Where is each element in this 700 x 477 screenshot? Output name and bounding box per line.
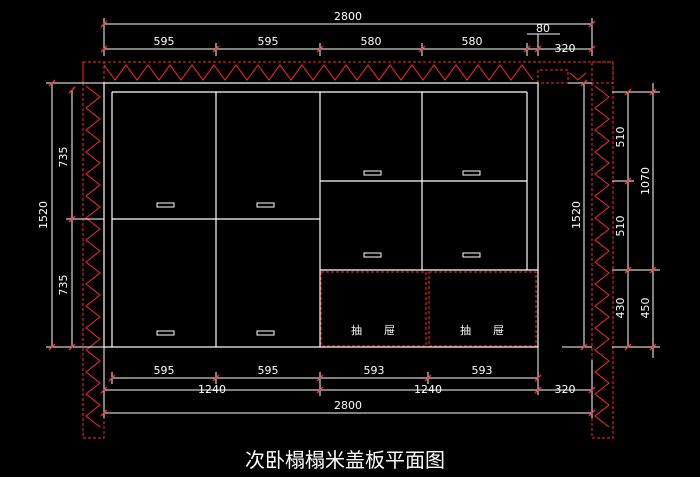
dim-left-lower: 735 — [57, 275, 70, 296]
wall-hatch-line — [85, 85, 101, 428]
dim-top-seg-3: 580 — [361, 35, 382, 48]
wall-recess — [537, 69, 569, 83]
dim-bottom-seg-4: 593 — [472, 364, 493, 377]
handles — [156, 170, 481, 336]
dim-left-total: 1520 — [37, 201, 50, 229]
wall-hatch-line — [103, 64, 534, 81]
dim-bottom-group-2: 1240 — [414, 383, 442, 396]
drawers: 抽 屉 抽 屉 — [320, 271, 537, 347]
handle-icon — [256, 330, 275, 336]
dim-top-small: 80 — [536, 22, 550, 35]
handle-icon — [156, 330, 175, 336]
wall-hatch-line — [569, 72, 587, 81]
dim-bottom-group-1: 1240 — [198, 383, 226, 396]
right-dimensions: 1520 510 510 430 1070 450 — [562, 79, 660, 358]
dim-bottom-total: 2800 — [334, 399, 362, 412]
top-wall — [82, 61, 614, 84]
page-title: 次卧榻榻米盖板平面图 — [245, 448, 445, 472]
dim-bottom-seg-2: 595 — [258, 364, 279, 377]
wall-hatching — [82, 61, 614, 439]
dim-top-right: 320 — [555, 42, 576, 55]
drawer-right — [428, 271, 537, 347]
dim-top-seg-1: 595 — [154, 35, 175, 48]
dim-right-ab: 1070 — [639, 167, 652, 195]
handle-icon — [462, 252, 481, 258]
dim-right-inner: 1520 — [570, 201, 583, 229]
handle-icon — [256, 202, 275, 208]
dim-top-seg-2: 595 — [258, 35, 279, 48]
dim-left-upper: 735 — [57, 147, 70, 168]
cabinet-frame — [103, 82, 539, 348]
handle-icon — [363, 170, 382, 176]
dim-bottom-seg-1: 595 — [154, 364, 175, 377]
drawer-label-right: 抽 屉 — [460, 323, 504, 337]
cabinet-outline — [103, 82, 539, 348]
dim-right-c: 430 — [614, 298, 627, 319]
dim-bottom-right: 320 — [555, 383, 576, 396]
handle-icon — [462, 170, 481, 176]
drawer-left — [320, 271, 427, 347]
dim-bottom-seg-3: 593 — [364, 364, 385, 377]
handle-icon — [156, 202, 175, 208]
drawer-label-left: 抽 屉 — [351, 323, 395, 337]
dim-top-seg-4: 580 — [462, 35, 483, 48]
dim-right-b: 510 — [614, 216, 627, 237]
dim-right-d: 450 — [639, 298, 652, 319]
handle-icon — [363, 252, 382, 258]
left-wall — [82, 61, 105, 439]
bottom-dimensions: 595 595 593 593 1240 1240 320 2800 — [100, 347, 596, 418]
left-dimensions: 1520 735 735 — [37, 79, 104, 351]
dim-top-total: 2800 — [334, 10, 362, 23]
dim-right-a: 510 — [614, 127, 627, 148]
wall-hatch-line — [594, 85, 610, 428]
top-dimensions: 2800 595 595 580 580 80 320 — [100, 10, 596, 56]
right-wall — [591, 61, 614, 439]
